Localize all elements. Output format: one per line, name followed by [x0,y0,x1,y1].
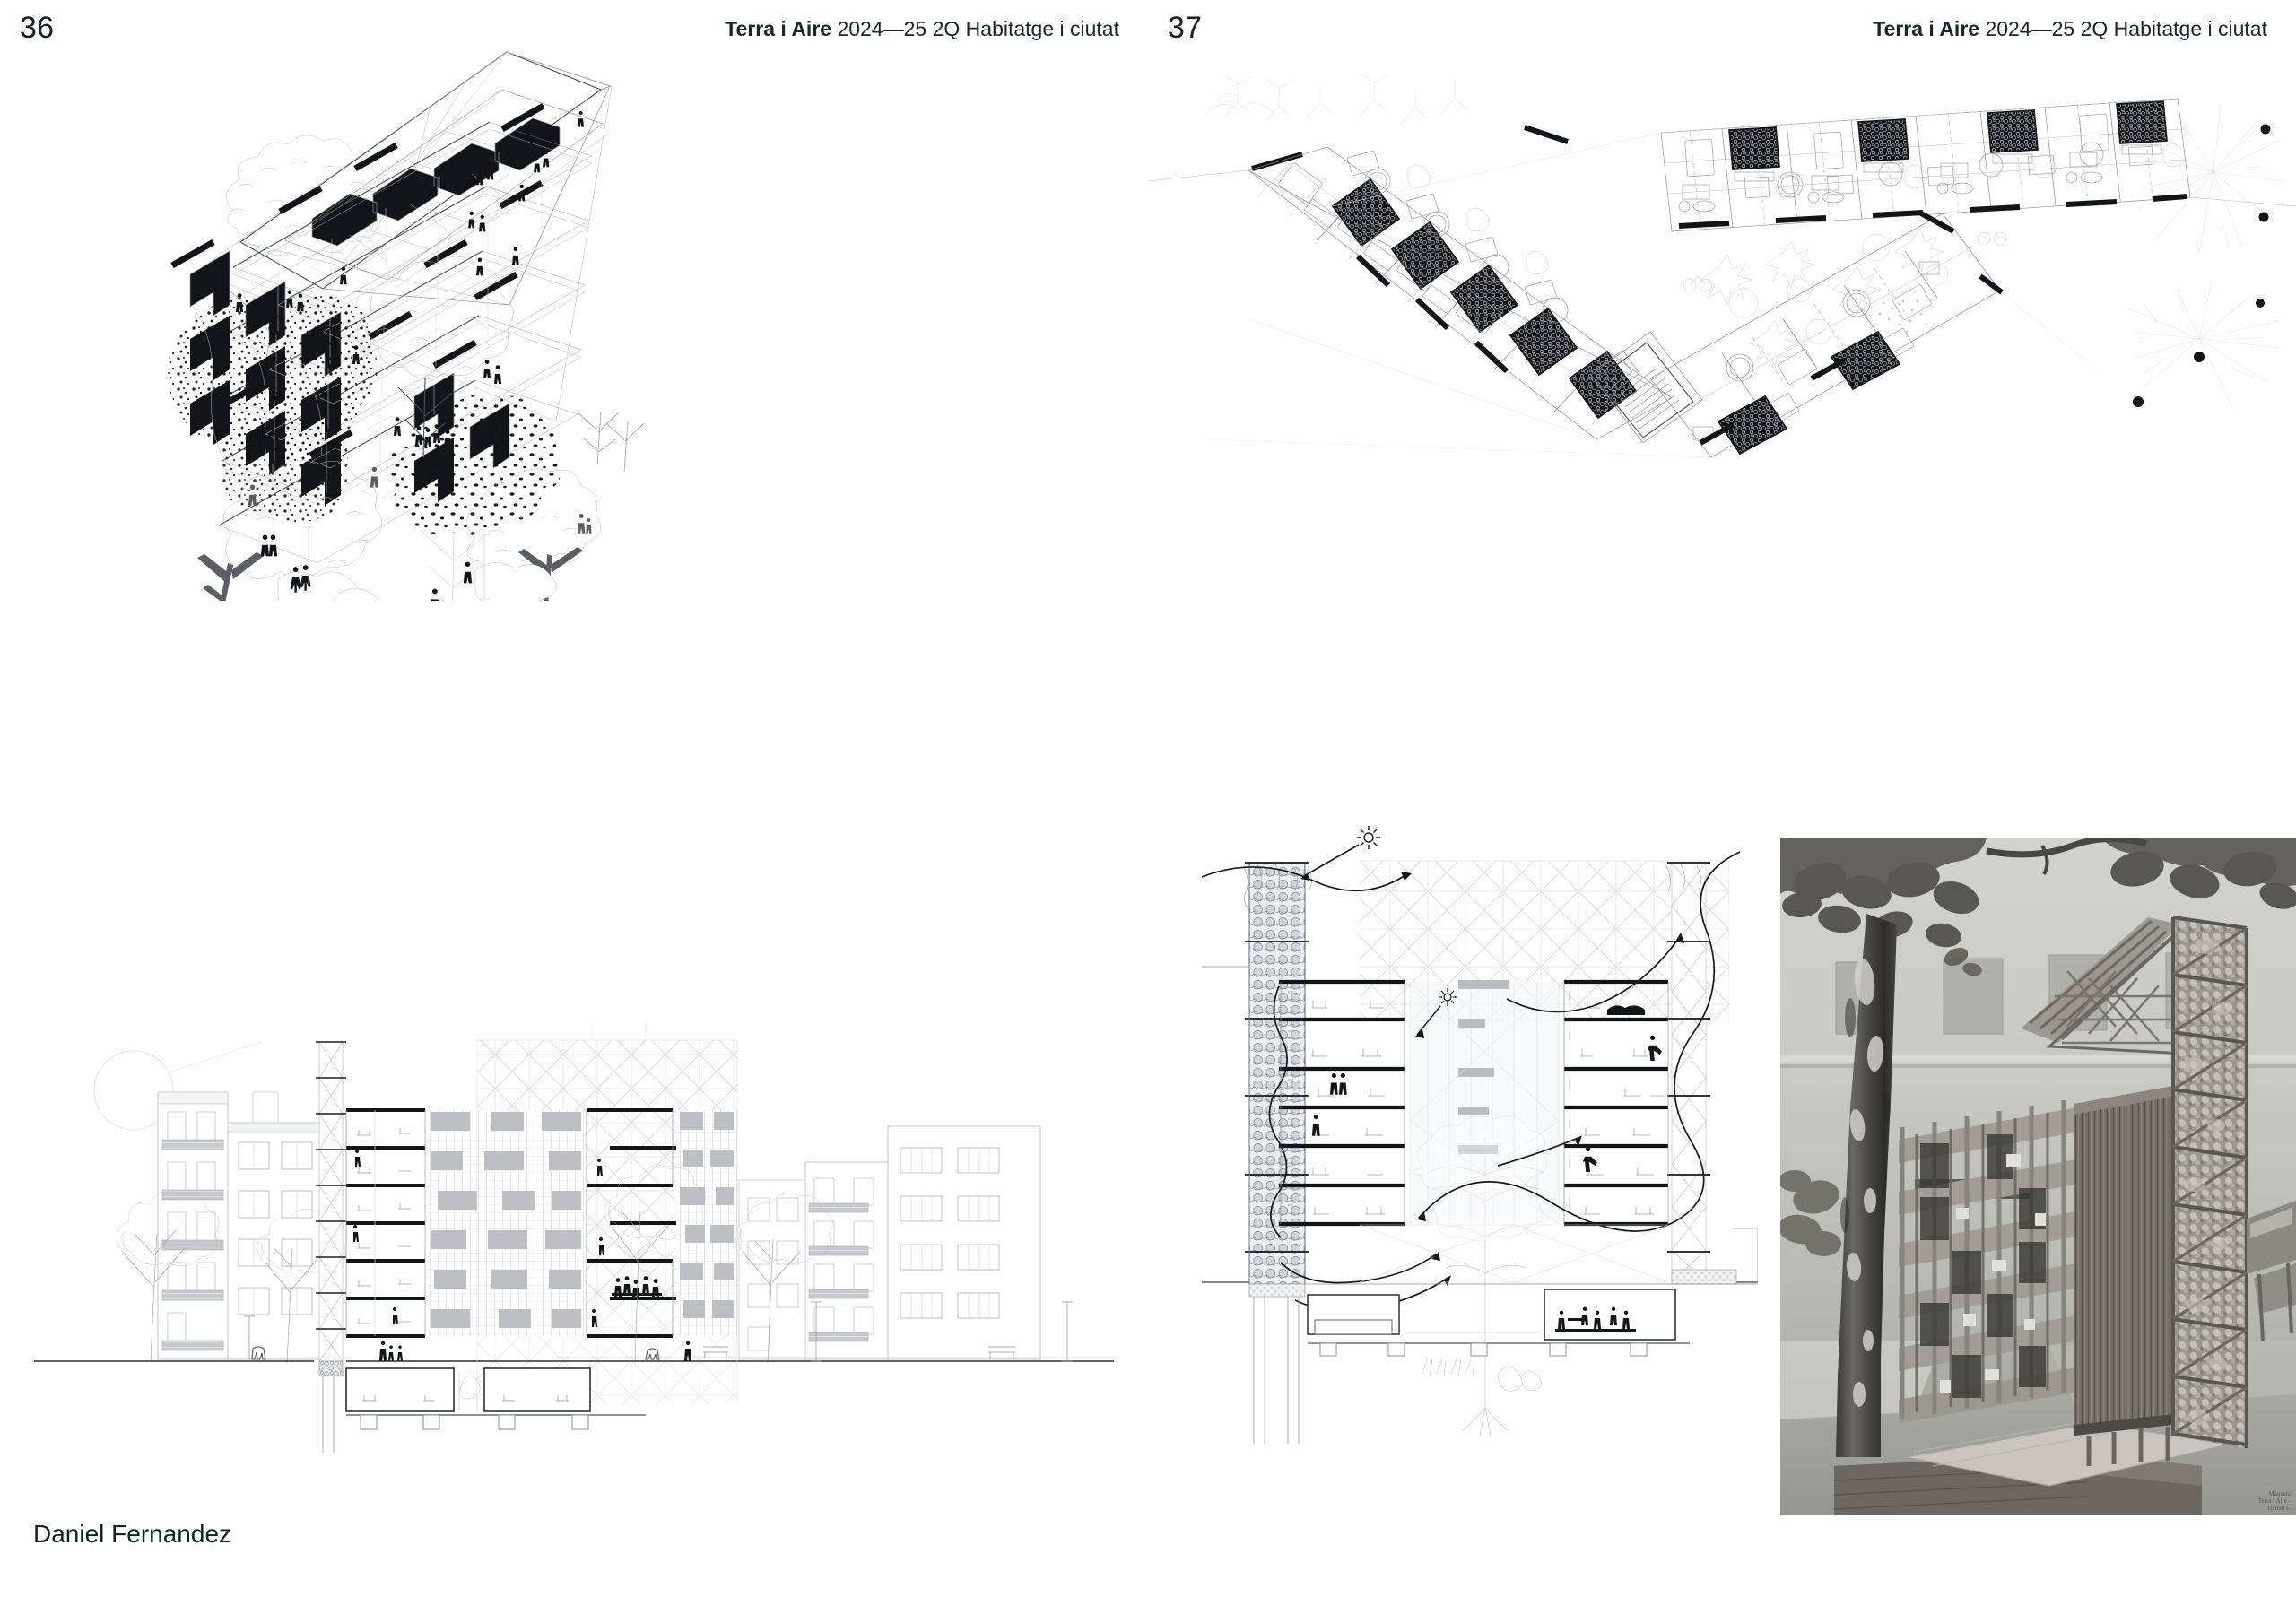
axo-street-trees [197,395,645,601]
photo-model-roof-lattice [2021,917,2191,1055]
sun-icon [1357,826,1380,849]
section-trees-right [604,1165,833,1364]
bio-atrium-shaft [1409,980,1560,1225]
new-building-lattice [316,1040,737,1404]
photo-watermark-line-1: Maqueta [2268,1490,2292,1497]
photo-model-frame [1899,1100,2076,1423]
bio-right-column [1665,862,1737,1285]
plan-ghost-trees [1205,73,2286,410]
photo-tree-canopy [1780,838,2296,976]
dwelling-floor-plan [1148,63,2296,475]
section-street-level [244,1301,1114,1362]
header-right: 37 Terra i Aire 2024—25 2Q Habitatge i c… [1148,13,2296,54]
section-truss-column [316,1041,346,1362]
header-left: 36 Terra i Aire 2024—25 2Q Habitatge i c… [0,13,1148,54]
plan-wet-cores-ne [1729,101,2167,169]
bio-airflow-stack [1418,851,1741,1232]
bio-solar-annotations [1202,826,1741,1313]
sun-icon-interior [1439,988,1457,1006]
bio-undercroft-lattice [1359,1224,1669,1283]
runhead-subtitle: 2024—25 2Q Habitatge i ciutat [1985,17,2267,40]
plan-courtyard-planting [1683,228,2007,369]
bio-reclining-figure [1607,1005,1645,1015]
axo-street-lamps [303,526,490,600]
terrace-gathering [612,1276,662,1298]
new-building-floors-right [586,1108,737,1338]
existing-building-c [738,1161,889,1360]
folio-right: 37 [1168,11,1203,45]
photo-tree-trunk [1780,914,1897,1457]
plan-wet-cores-s [1718,332,1900,454]
bio-apartments-left [1268,979,1405,1238]
photo-model-legs [2086,1427,2170,1466]
existing-building-d [887,1125,1041,1360]
bio-pipe-left [1268,985,1288,1238]
page-left: 36 Terra i Aire 2024—25 2Q Habitatge i c… [0,13,1148,1548]
physical-model-photograph: Maqueta Terra i Aire - Daniel F. [1780,838,2296,1515]
plan-furniture-ne [1678,113,2186,213]
photo-model-corrugated-panel [2074,1086,2173,1436]
new-building-shutter-field [427,1110,585,1336]
plan-tree-markers [2133,124,2271,407]
section-sun-disc [93,1050,174,1131]
axo-figures [236,110,592,601]
axo-climbing-vegetation [168,295,378,523]
photo-watermark: Maqueta Terra i Aire - Daniel F. [2258,1490,2291,1512]
plan-site-lines [1148,98,2296,458]
section-dog [251,1346,660,1360]
bio-airflow-cross [1506,937,1680,1013]
new-building-floors-left [345,1108,426,1338]
author-credit: Daniel Fernandez [33,1520,232,1548]
plan-wing-s [1649,211,2004,458]
bio-gabion-wall [1242,862,1312,1285]
urban-street-section [18,986,1130,1453]
bioclimatic-building-section [1202,816,1758,1524]
plan-wing-ne [1660,98,2191,232]
runhead-title: Terra i Aire [725,17,832,40]
photo-background-chairs [2247,1201,2296,1341]
axo-roof [239,51,612,306]
runhead-subtitle: 2024—25 2Q Habitatge i ciutat [837,17,1119,40]
section-trees-left [117,1191,348,1364]
bio-apartments-right [1563,979,1669,1227]
bio-community-room-occupants [1555,1306,1636,1332]
axo-courtyard-tree [356,256,514,458]
plan-circulation-core [1590,331,1703,444]
photo-model-baseboard [1905,1419,2230,1487]
runhead-title: Terra i Aire [1873,17,1980,40]
plan-furniture-sw [1278,150,1569,334]
photo-watermark-line-2: Terra i Aire - [2257,1497,2291,1505]
bio-seated-figure [1647,1035,1662,1061]
existing-building-b [227,1091,322,1360]
bio-water-arrow [1280,1253,1438,1284]
photo-watermark-line-3: Daniel F. [2267,1505,2292,1512]
photo-model-gabion-spine [2171,916,2248,1448]
axo-ground-shrubs [277,562,557,601]
plan-wing-sw [1248,125,1673,440]
plan-wet-cores-sw [1333,179,1636,418]
bio-atrium-undergrowth [1422,1358,1542,1392]
axo-roof-terrace [277,89,611,290]
page-right: 37 Terra i Aire 2024—25 2Q Habitatge i c… [1148,0,2296,1623]
sectional-axonometric [54,36,1148,601]
runhead-right: Terra i Aire 2024—25 2Q Habitatge i ciut… [1873,17,2267,40]
existing-building-a [157,1091,229,1360]
bio-airflow-inlet [1202,866,1409,892]
bio-basement [1248,1283,1758,1444]
runhead-left: Terra i Aire 2024—25 2Q Habitatge i ciut… [725,17,1119,40]
axo-bare-branches [577,412,645,473]
section-basement [318,1360,646,1453]
folio-left: 36 [20,11,55,45]
